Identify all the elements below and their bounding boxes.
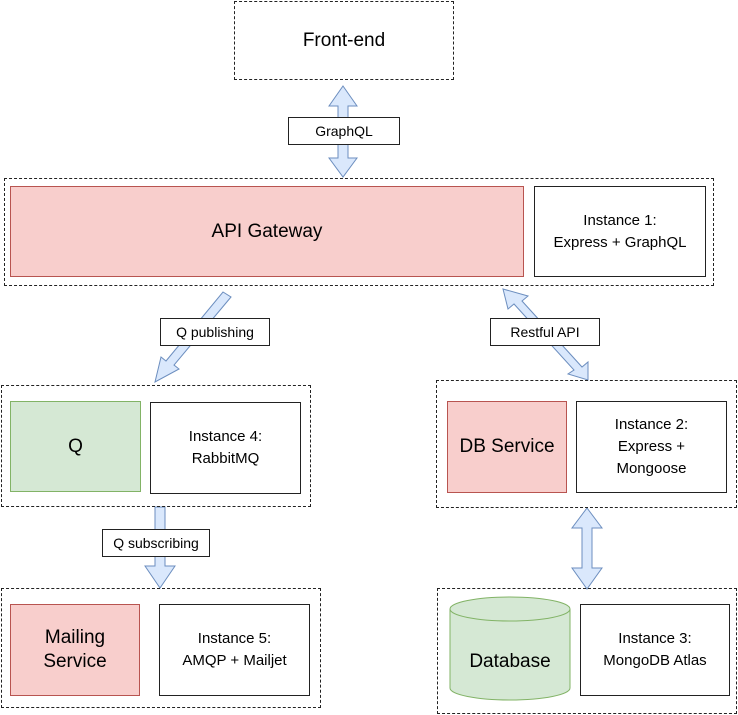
gateway-instance-box: Instance 1: Express + GraphQL [534, 186, 706, 277]
mailing-service-box: Mailing Service [10, 604, 140, 696]
database-label-box: Database [450, 640, 570, 684]
queue-box: Q [10, 401, 141, 492]
mailing-instance-label: Instance 5: AMQP + Mailjet [182, 630, 287, 669]
db-service-label: DB Service [459, 436, 555, 457]
frontend-label: Front-end [302, 29, 386, 51]
q-publishing-text: Q publishing [176, 324, 254, 340]
queue-container [1, 385, 311, 507]
database-instance-label: Instance 3: MongoDB Atlas [603, 630, 707, 669]
restful-api-text: Restful API [510, 324, 580, 340]
mailing-instance-box: Instance 5: AMQP + Mailjet [159, 604, 310, 696]
mailing-service-label: Mailing Service [43, 627, 107, 672]
graphql-text: GraphQL [315, 123, 373, 139]
queue-instance-box: Instance 4: RabbitMQ [150, 402, 301, 494]
db-service-instance-box: Instance 2: Express + Mongoose [576, 401, 727, 493]
api-gateway-label: API Gateway [211, 220, 323, 242]
db-service-container [436, 380, 737, 508]
database-container [437, 588, 737, 714]
graphql-link-label: GraphQL [288, 117, 400, 145]
mailing-container [1, 588, 321, 708]
queue-label: Q [68, 435, 83, 457]
db-arrow [571, 507, 603, 590]
queue-instance-label: Instance 4: RabbitMQ [188, 428, 263, 467]
gateway-instance-label: Instance 1: Express + GraphQL [553, 211, 687, 251]
frontend-box: Front-end [234, 1, 454, 80]
q-publishing-link-label: Q publishing [160, 318, 270, 346]
gateway-container [4, 178, 714, 286]
restful-api-link-label: Restful API [490, 318, 600, 346]
database-label: Database [469, 651, 551, 672]
q-subscribing-text: Q subscribing [113, 535, 199, 551]
db-service-box: DB Service [447, 401, 567, 493]
database-instance-box: Instance 3: MongoDB Atlas [580, 604, 730, 696]
db-service-instance-label: Instance 2: Express + Mongoose [614, 416, 689, 477]
q-subscribing-link-label: Q subscribing [102, 529, 210, 557]
database-cylinder [449, 596, 571, 701]
api-gateway-box: API Gateway [10, 186, 524, 277]
